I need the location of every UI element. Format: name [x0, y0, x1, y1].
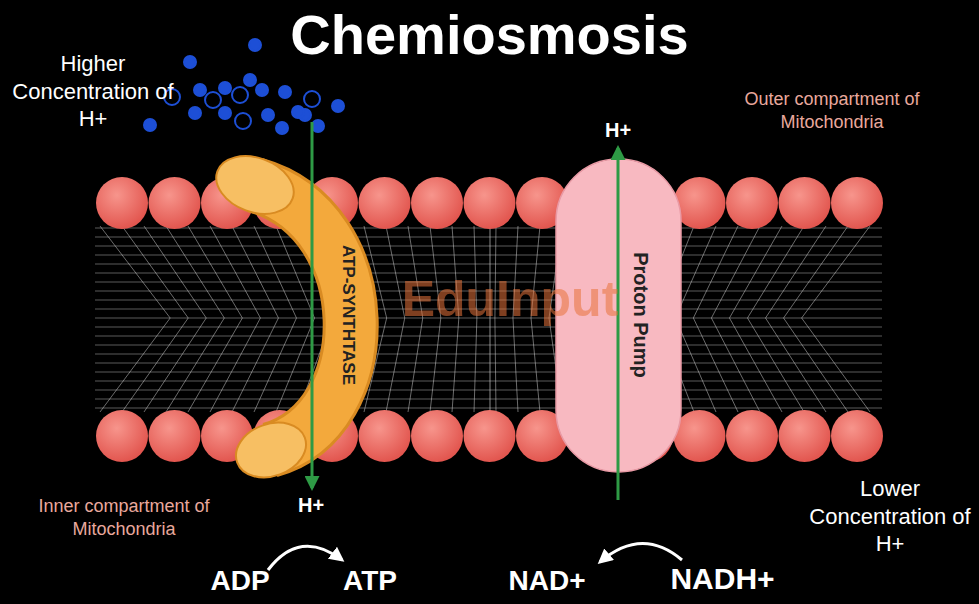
phospholipid-heads: [96, 177, 883, 462]
lipid-tails: [95, 226, 882, 412]
molecule-label: ADP: [200, 563, 280, 598]
reaction-arrow: [600, 543, 682, 562]
concentration-note: Lower Concentration of H+: [805, 475, 975, 558]
reaction-arrow: [268, 546, 342, 570]
ion-label: H+: [598, 118, 638, 143]
proton-flow-arrow: [311, 122, 314, 488]
compartment-label: Inner compartment of Mitochondria: [4, 495, 244, 540]
ion-label: H+: [291, 493, 331, 518]
molecule-label: NAD+: [497, 563, 597, 598]
atp-synthase: ATP-SYNTHTASE: [205, 150, 380, 480]
molecule-label: ATP: [330, 563, 410, 598]
concentration-note: Higher Concentration of H+: [8, 50, 178, 133]
diagram-title: Chemiosmosis: [0, 2, 979, 67]
protein-label: ATP-SYNTHTASE: [338, 245, 358, 385]
molecule-label: NADH+: [660, 560, 785, 598]
protein-label: Proton Pump: [629, 252, 652, 378]
watermark: EduInput: [370, 268, 650, 331]
compartment-label: Outer compartment of Mitochondria: [712, 88, 952, 133]
